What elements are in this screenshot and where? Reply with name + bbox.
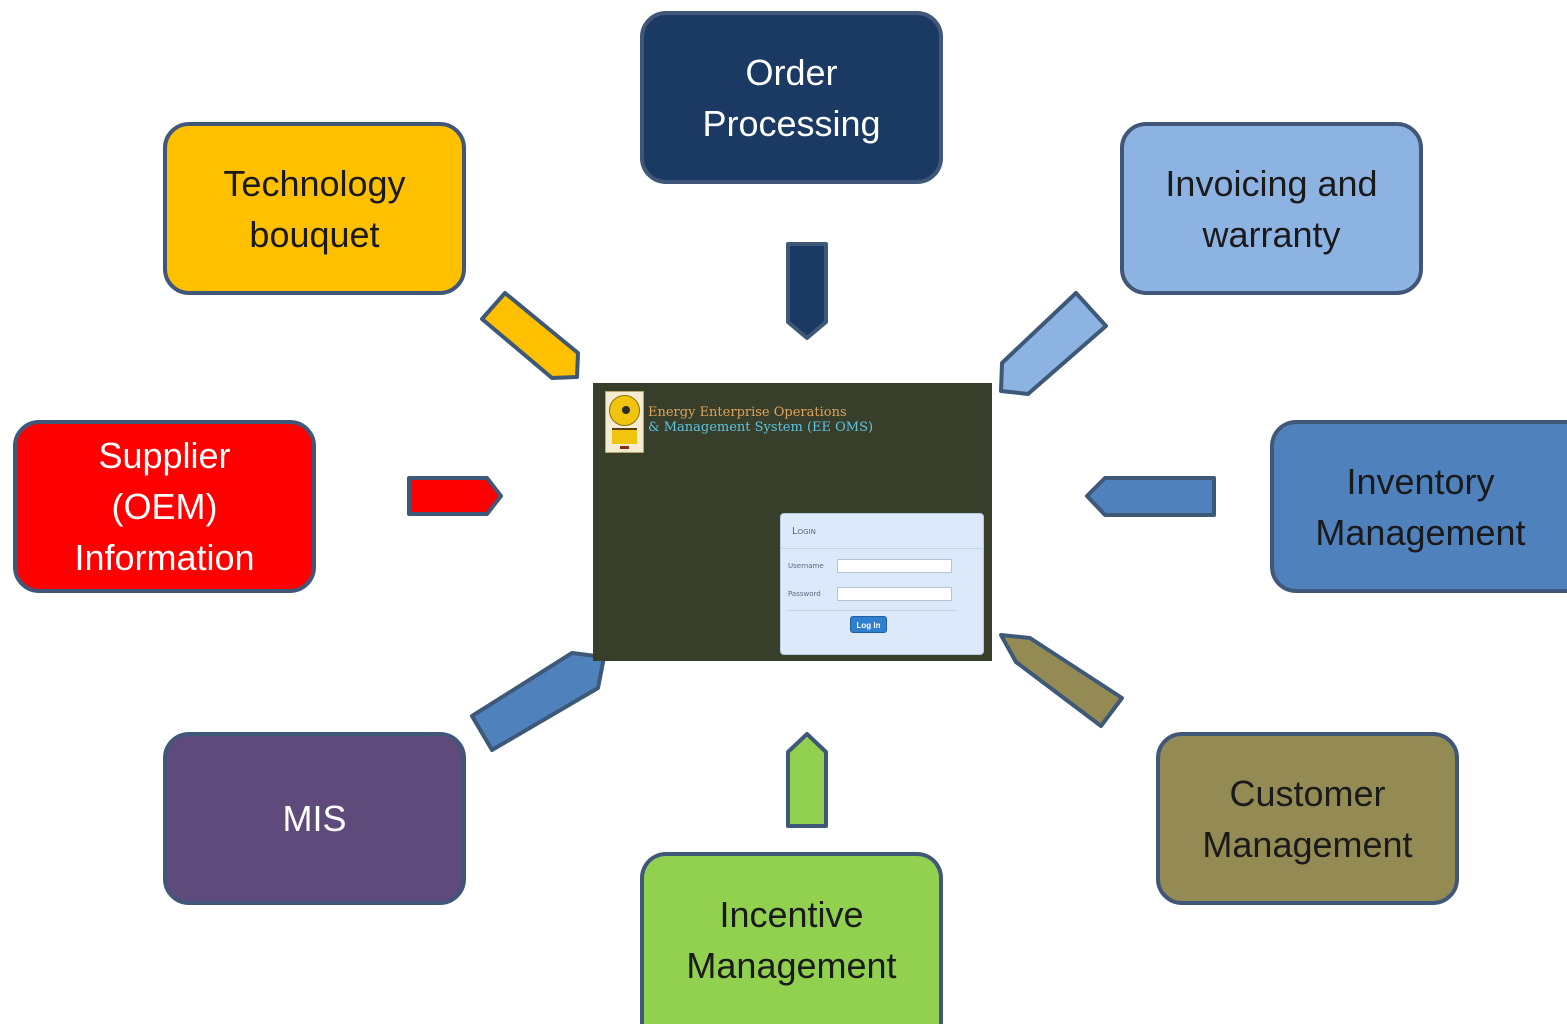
module-supplier-oem-information: Supplier(OEM)Information [13, 420, 316, 593]
arrow-technology-bouquet [480, 291, 580, 380]
password-label: Password [788, 590, 821, 598]
module-label: Supplier(OEM)Information [74, 435, 255, 578]
module-label: MIS [282, 798, 347, 839]
login-button[interactable]: Log In [850, 616, 887, 633]
login-panel: Login Username Password Log In [780, 513, 984, 655]
arrow-customer-management [999, 633, 1124, 728]
arrow-mis [470, 651, 606, 752]
username-label: Username [788, 562, 824, 570]
login-divider [787, 610, 957, 611]
ee-oms-login-screen: Energy Enterprise Operations & Managemen… [593, 383, 992, 661]
arrow-inventory-management [1085, 476, 1216, 517]
app-title-line-1: Energy Enterprise Operations [648, 405, 847, 420]
password-input[interactable] [837, 587, 952, 601]
app-title-line-2: & Management System (EE OMS) [648, 420, 874, 435]
username-input[interactable] [837, 559, 952, 573]
arrow-supplier-oem-information [407, 476, 503, 516]
module-mis: MIS [163, 732, 466, 905]
organization-logo [605, 391, 644, 453]
arrow-incentive-management [786, 732, 828, 828]
login-heading: Login [781, 514, 983, 549]
arrow-invoicing-warranty [999, 291, 1108, 396]
arrow-order-processing [786, 242, 828, 340]
